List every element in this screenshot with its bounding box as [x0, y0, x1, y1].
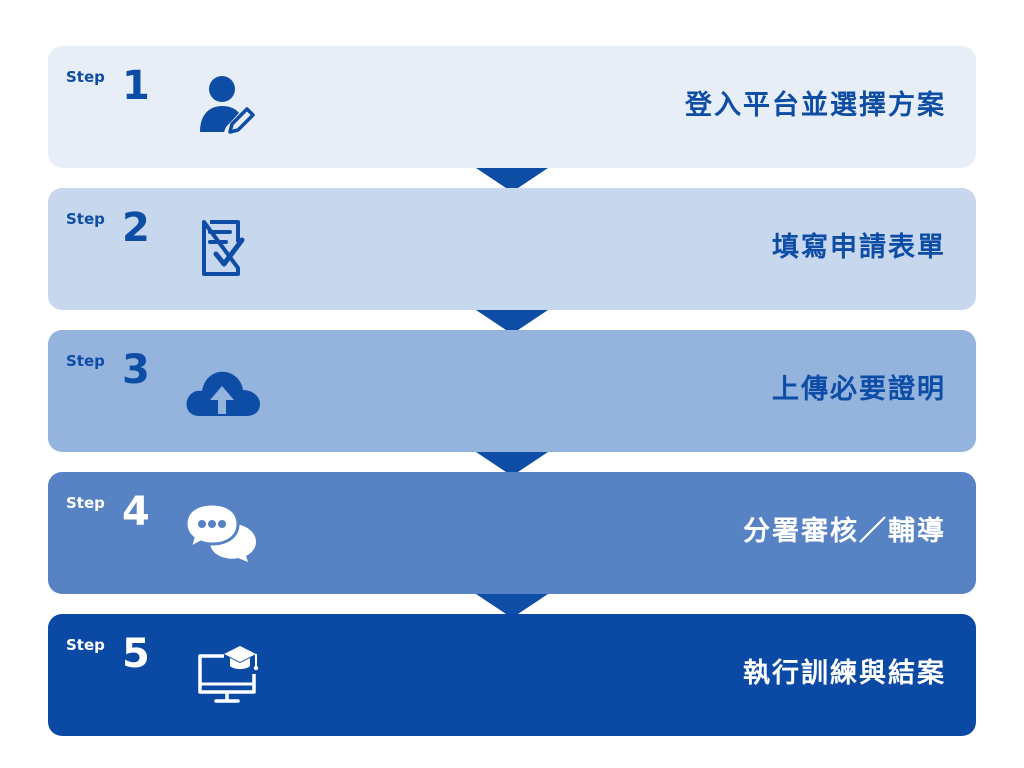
- cloud-upload-icon: [180, 356, 264, 422]
- step-5-number: 5: [122, 631, 150, 677]
- step-5-label: 執行訓練與結案: [743, 658, 946, 689]
- step-5-card: Step 5 執行訓練與結案: [48, 614, 976, 736]
- step-2-card: Step 2 填寫申請表單: [48, 188, 976, 310]
- user-edit-icon: [180, 72, 264, 138]
- step-2-label: 填寫申請表單: [772, 232, 946, 263]
- step-4-number: 4: [122, 489, 150, 535]
- step-3-number: 3: [122, 347, 150, 393]
- form-check-icon: [180, 214, 264, 280]
- step-3-word: Step: [66, 352, 105, 370]
- step-1-number: 1: [122, 63, 150, 109]
- step-4-word: Step: [66, 494, 105, 512]
- chat-bubbles-icon: [180, 498, 264, 564]
- step-1-card: Step 1 登入平台並選擇方案: [48, 46, 976, 168]
- online-learning-icon: [180, 640, 264, 706]
- step-3-label: 上傳必要證明: [772, 374, 946, 405]
- step-3-card: Step 3 上傳必要證明: [48, 330, 976, 452]
- step-5-word: Step: [66, 636, 105, 654]
- step-2-word: Step: [66, 210, 105, 228]
- step-4-label: 分署審核／輔導: [743, 516, 946, 547]
- step-4-card: Step 4 分署審核／輔導: [48, 472, 976, 594]
- step-1-word: Step: [66, 68, 105, 86]
- step-1-label: 登入平台並選擇方案: [685, 90, 946, 121]
- step-2-number: 2: [122, 205, 150, 251]
